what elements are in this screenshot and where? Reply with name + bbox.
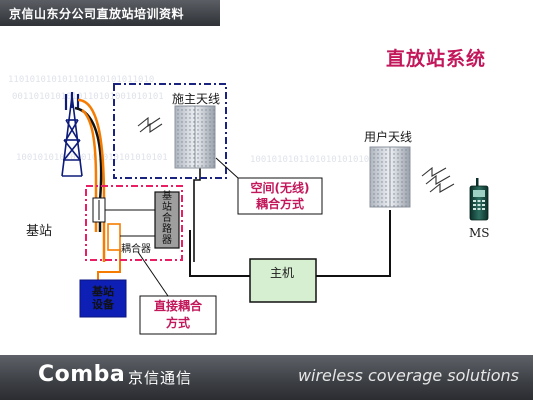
bts-equipment-line-2: 设备 [92,298,114,311]
footer-slogan: wireless coverage solutions [297,366,519,385]
footer-bar: Comba 京信通信 wireless coverage solutions [0,355,533,400]
mobile-phone-icon [469,178,489,221]
donor-to-host-cable [193,166,201,262]
combiner-label: 基 站 合 路 器 [158,191,176,246]
host-to-user-antenna-cable [316,210,391,277]
direct-coupling-line-2: 方式 [165,316,190,330]
donor-antenna-label: 施主天线 [172,92,221,106]
donor-antenna-dashed-box [113,83,227,179]
footer-brand-cn: 京信通信 [128,369,193,387]
space-coupling-line-1: 空间(无线) [250,181,310,195]
binary-row-3: 1001010101010101010101010101 [16,153,168,163]
combiner-char-4: 路 [162,224,172,235]
direct-coupling-callout-pointer [137,251,169,297]
footer-brand-logo: Comba [38,362,126,387]
donor-antenna-icon [174,105,216,169]
bts-equipment-box [79,279,127,318]
binary-row-4: 10010101011010101010101010 [250,155,391,165]
lightning-link-user-icon [421,166,455,193]
combiner-char-1: 基 [162,191,172,202]
combiner-to-host-cable [189,230,250,277]
host-box [249,258,317,303]
header-bar: 京信山东分公司直放站培训资料 [0,0,220,26]
combiner-box [154,191,180,249]
binary-row-2: 0011010101010110101001010101 [12,92,164,102]
user-antenna-label: 用户天线 [364,130,413,144]
base-station-label: 基站 [26,224,53,239]
user-antenna-icon [369,146,411,208]
space-coupling-callout [237,177,323,215]
direct-coupling-callout [139,295,217,335]
direct-coupling-text: 直接耦合 方式 [140,298,216,332]
combiner-char-5: 器 [162,235,172,246]
space-coupling-text: 空间(无线) 耦合方式 [238,180,322,212]
tower-feeder-orange [77,98,106,232]
ms-label: MS [469,226,490,240]
coupler-box [107,223,121,251]
combiner-char-3: 合 [162,213,172,224]
direct-coupling-dashed-box [85,185,183,261]
diagram: 110101010101101010101011010 001101010101… [8,75,489,335]
coupler-label: 耦合器 [121,244,151,255]
header-title: 京信山东分公司直放站培训资料 [9,7,185,21]
binary-row-1: 110101010101101010101011010 [8,75,154,85]
slide-title: 直放站系统 [386,48,487,70]
lightning-link-icon [137,116,163,134]
combiner-char-2: 站 [162,202,172,213]
tower-feeder-orange-2 [81,109,98,232]
bts-equipment-line-1: 基站 [92,285,114,298]
host-label: 主机 [270,266,295,280]
direct-coupling-line-1: 直接耦合 [153,299,202,313]
bts-equipment-label: 基站 设备 [80,285,126,311]
tower-icon [61,92,83,177]
background-binary: 110101010101101010101011010 001101010101… [8,75,391,165]
space-coupling-line-2: 耦合方式 [255,197,304,211]
